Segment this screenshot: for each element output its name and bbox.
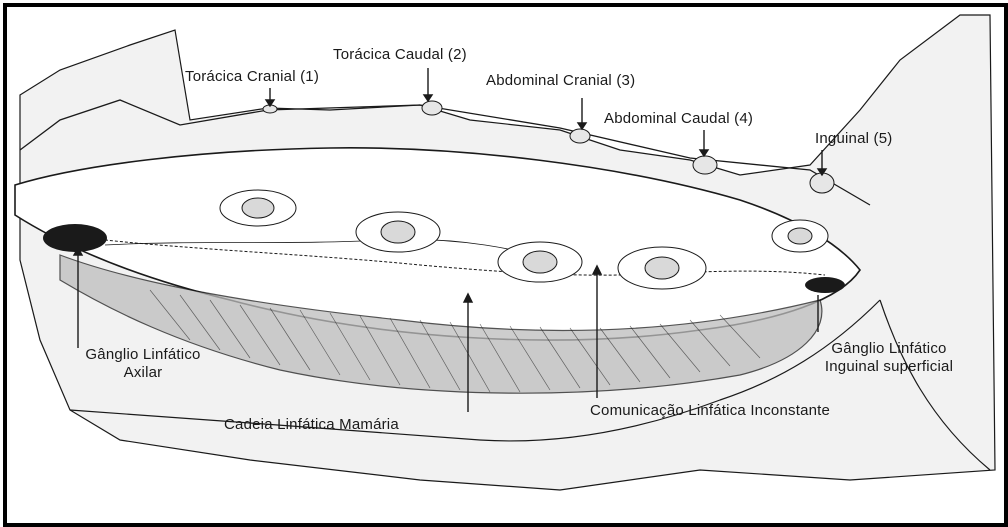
frame-border [3,3,1008,527]
